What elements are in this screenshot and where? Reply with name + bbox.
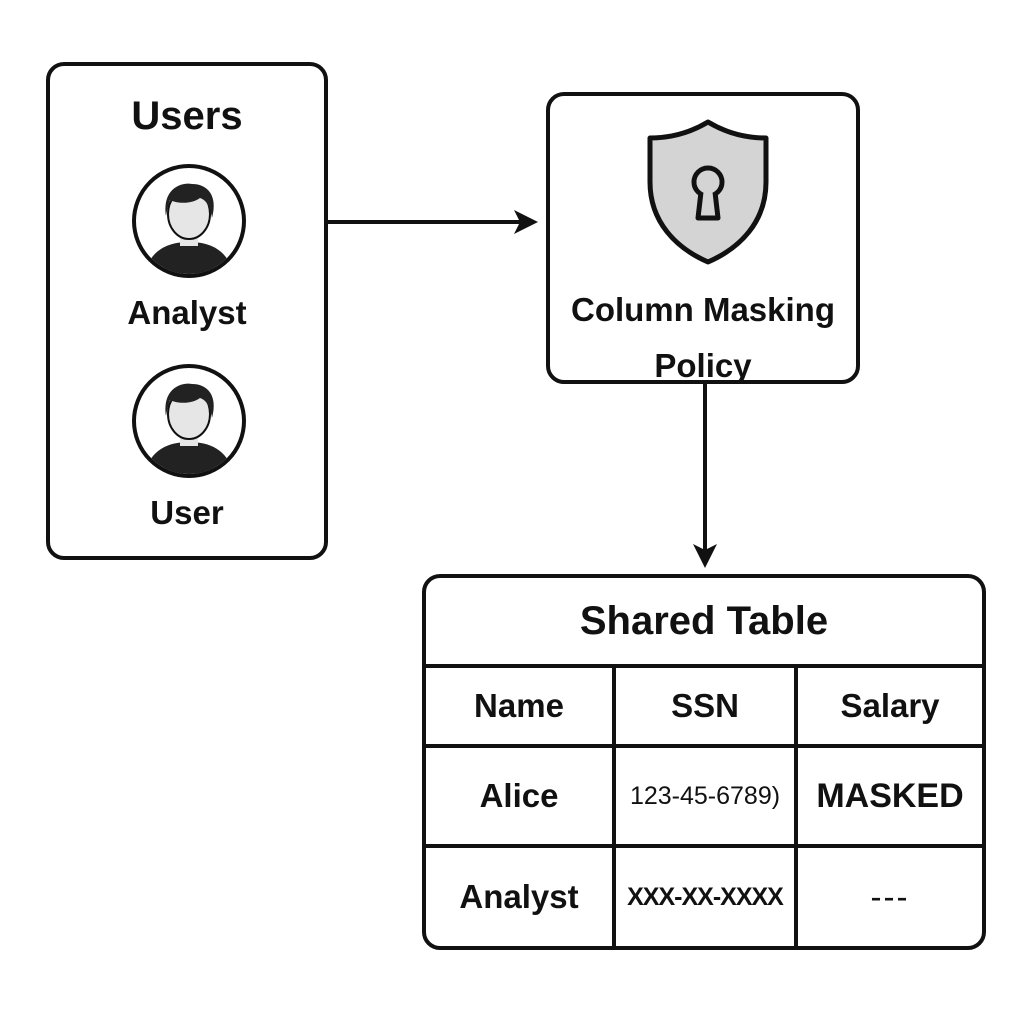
policy-label-line2: Policy (654, 347, 752, 384)
user-avatar-icon (132, 164, 246, 278)
user-label-user: User (150, 494, 224, 531)
shield-lock-icon (647, 119, 769, 265)
policy-panel: Column Masking Policy (546, 92, 860, 384)
table-divider (426, 844, 982, 848)
table-cell: 123-45-6789) (629, 781, 781, 810)
table-divider (426, 744, 982, 748)
header-cell-salary: Salary (840, 687, 940, 724)
shared-table: Shared Table Name SSN Salary Alice 123-4… (422, 574, 986, 950)
table-cell: XXX-XX-XXXX (627, 882, 784, 911)
table-title: Shared Table (579, 598, 829, 643)
table-cell: Alice (479, 777, 559, 814)
users-panel: Users Analyst User (46, 62, 328, 560)
policy-label: Column Masking Policy (550, 282, 856, 394)
table-cell: --- (870, 878, 910, 915)
arrow-users-to-policy (328, 210, 538, 234)
table-divider (612, 664, 616, 946)
header-cell-name: Name (474, 687, 564, 724)
header-cell-ssn: SSN (671, 687, 739, 724)
table-cell: MASKED (816, 776, 964, 815)
arrow-policy-to-table (693, 384, 717, 568)
table-divider (794, 664, 798, 946)
table-divider (426, 664, 982, 668)
user-avatar-icon (132, 364, 246, 478)
policy-label-line1: Column Masking (570, 291, 836, 328)
users-title: Users (131, 94, 243, 138)
table-cell: Analyst (459, 878, 579, 915)
user-label-analyst: Analyst (127, 294, 247, 331)
